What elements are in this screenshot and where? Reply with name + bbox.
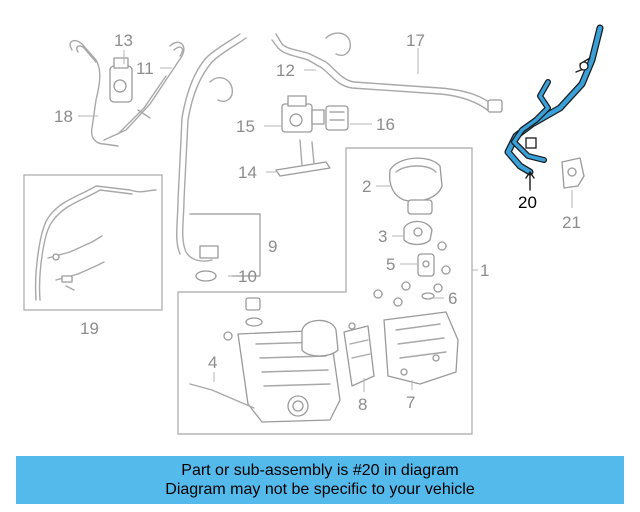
callout-4[interactable]: 4 — [208, 353, 217, 372]
callout-13[interactable]: 13 — [114, 31, 133, 50]
callout-10[interactable]: 10 — [238, 267, 257, 286]
info-banner: Part or sub-assembly is #20 in diagram D… — [16, 456, 624, 504]
part-14-group — [275, 139, 331, 177]
part-17-group — [271, 32, 503, 113]
callout-20[interactable]: 20 — [518, 193, 537, 212]
callout-labels: 13 11 18 12 17 15 16 14 2 3 5 6 1 9 10 1… — [54, 31, 581, 414]
callout-21[interactable]: 21 — [562, 213, 581, 232]
callout-2[interactable]: 2 — [362, 177, 371, 196]
part-15-16-group — [281, 95, 349, 133]
cooler-assembly — [189, 297, 459, 423]
callout-9[interactable]: 9 — [268, 237, 277, 256]
callout-19[interactable]: 19 — [80, 319, 99, 338]
part-9-group — [176, 33, 261, 282]
callout-3[interactable]: 3 — [378, 227, 387, 246]
parts-top-left-group — [69, 39, 185, 147]
callout-5[interactable]: 5 — [386, 255, 395, 274]
callout-7[interactable]: 7 — [406, 393, 415, 412]
callout-12[interactable]: 12 — [276, 61, 295, 80]
part-21-group — [561, 157, 585, 189]
callout-14[interactable]: 14 — [238, 163, 257, 182]
callout-16[interactable]: 16 — [376, 115, 395, 134]
callout-6[interactable]: 6 — [448, 289, 457, 308]
parts-2-3-5-6-group — [373, 157, 451, 307]
callout-11[interactable]: 11 — [136, 59, 154, 78]
banner-line-2: Diagram may not be specific to your vehi… — [165, 481, 475, 498]
callout-18[interactable]: 18 — [54, 107, 73, 126]
leader-lines — [78, 48, 573, 392]
part-20-highlighted — [504, 24, 604, 191]
callout-8[interactable]: 8 — [358, 395, 367, 414]
callout-17[interactable]: 17 — [406, 31, 425, 50]
banner-line-1: Part or sub-assembly is #20 in diagram — [181, 462, 459, 479]
callout-1[interactable]: 1 — [480, 261, 489, 280]
callout-15[interactable]: 15 — [236, 117, 255, 136]
part-1-group — [177, 147, 473, 435]
part-19-group — [23, 174, 163, 311]
